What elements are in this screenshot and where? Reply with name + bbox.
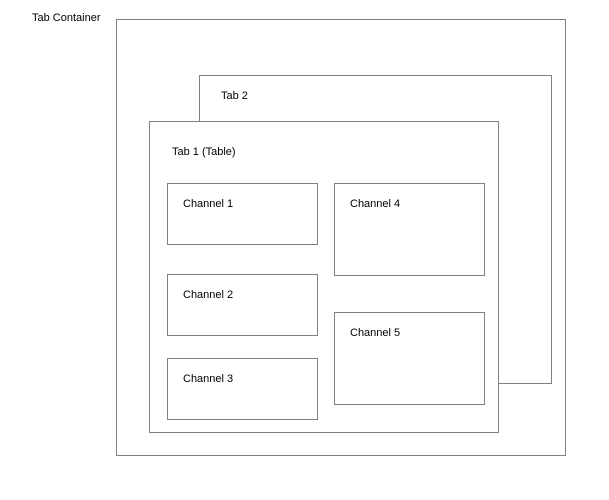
- tab-container-label: Tab Container: [32, 12, 101, 24]
- tab-1-panel[interactable]: Tab 1 (Table) Channel 1 Channel 2 Channe…: [149, 121, 499, 433]
- channel-1-box[interactable]: Channel 1: [167, 183, 318, 245]
- channel-5-box[interactable]: Channel 5: [334, 312, 485, 405]
- channel-3-box[interactable]: Channel 3: [167, 358, 318, 420]
- tab-1-label: Tab 1 (Table): [172, 146, 236, 158]
- channel-2-box[interactable]: Channel 2: [167, 274, 318, 336]
- channel-3-label: Channel 3: [183, 373, 234, 385]
- channel-4-box[interactable]: Channel 4: [334, 183, 485, 276]
- channel-2-label: Channel 2: [183, 289, 234, 301]
- channel-1-label: Channel 1: [183, 198, 234, 210]
- channel-5-label: Channel 5: [350, 327, 401, 339]
- tab-2-label: Tab 2: [221, 90, 248, 102]
- channel-4-label: Channel 4: [350, 198, 401, 210]
